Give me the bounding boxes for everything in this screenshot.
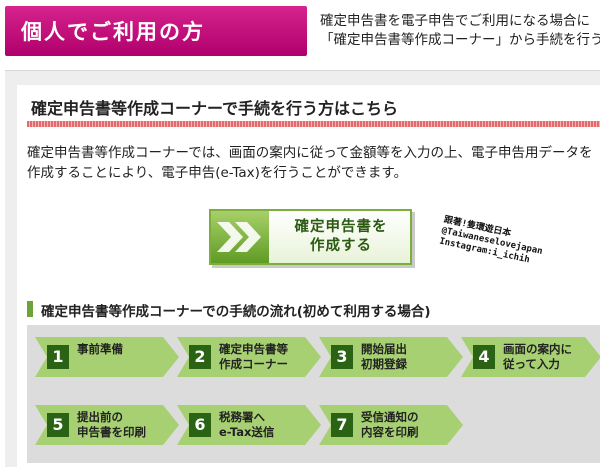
step-number: 5 (47, 413, 69, 437)
watermark: 跟著!隻環遊日本 @Taiwaneselovejapan Instagram:i… (438, 215, 572, 274)
step-label: 提出前の 申告書を印刷 (77, 410, 146, 439)
step-number: 6 (189, 413, 211, 437)
flow-step-2[interactable]: 2 確定申告書等 作成コーナー (177, 337, 321, 377)
step-label: 確定申告書等 作成コーナー (219, 342, 288, 371)
step-label: 開始届出 初期登録 (361, 342, 407, 371)
step-label: 税務署へ e-Tax送信 (219, 410, 275, 439)
flow-heading: 確定申告書等作成コーナーでの手続の流れ(初めて利用する場合) (27, 299, 600, 321)
top-band: 個人でご利用の方 確定申告書を電子申告でご利用になる場合に 「確定申告書等作成コ… (0, 0, 600, 62)
flow-step-7[interactable]: 7 受信通知の 内容を印刷 (319, 405, 463, 445)
flow-steps: 1 事前準備 2 確定申告書等 作成コーナー 3 開始届出 初期登録 4 画面の… (27, 325, 600, 463)
flow-step-4[interactable]: 4 画面の案内に 従って入力 (461, 337, 600, 377)
step-number: 4 (473, 345, 495, 369)
step-number: 7 (331, 413, 353, 437)
step-number: 1 (47, 345, 69, 369)
section-description: 確定申告書等作成コーナーでは、画面の案内に従って金額等を入力の上、電子申告用デー… (27, 145, 593, 181)
create-return-button[interactable]: 確定申告書を 作成する (209, 209, 412, 265)
flow-heading-text: 確定申告書等作成コーナーでの手続の流れ(初めて利用する場合) (41, 304, 431, 320)
double-chevron-right-icon (211, 211, 269, 263)
category-tab-label: 個人でご利用の方 (21, 20, 205, 44)
content-box: 確定申告書等作成コーナーで手続を行う方はこちら 確定申告書等作成コーナーでは、画… (17, 85, 600, 467)
step-label: 受信通知の 内容を印刷 (361, 410, 419, 439)
step-label: 事前準備 (77, 342, 123, 356)
flow-step-1[interactable]: 1 事前準備 (35, 337, 179, 377)
main-panel: 確定申告書等作成コーナーで手続を行う方はこちら 確定申告書等作成コーナーでは、画… (5, 70, 600, 467)
flow-step-6[interactable]: 6 税務署へ e-Tax送信 (177, 405, 321, 445)
create-return-line1: 確定申告書を (294, 219, 388, 235)
create-return-line2: 作成する (310, 238, 372, 254)
create-return-button-label: 確定申告書を 作成する (271, 218, 411, 256)
flow-heading-bar (27, 301, 33, 317)
step-number: 3 (331, 345, 353, 369)
step-number: 2 (189, 345, 211, 369)
section-title: 確定申告書等作成コーナーで手続を行う方はこちら (31, 99, 399, 118)
top-notice-line2: 「確定申告書等作成コーナー」から手続を行う (320, 32, 600, 48)
category-tab[interactable]: 個人でご利用の方 (5, 6, 307, 56)
title-rule (27, 121, 600, 127)
step-label: 画面の案内に 従って入力 (503, 342, 572, 371)
flow-step-3[interactable]: 3 開始届出 初期登録 (319, 337, 463, 377)
top-notice-line1: 確定申告書を電子申告でご利用になる場合に (320, 13, 590, 29)
flow-step-5[interactable]: 5 提出前の 申告書を印刷 (35, 405, 179, 445)
top-notice: 確定申告書を電子申告でご利用になる場合に 「確定申告書等作成コーナー」から手続を… (320, 12, 600, 50)
